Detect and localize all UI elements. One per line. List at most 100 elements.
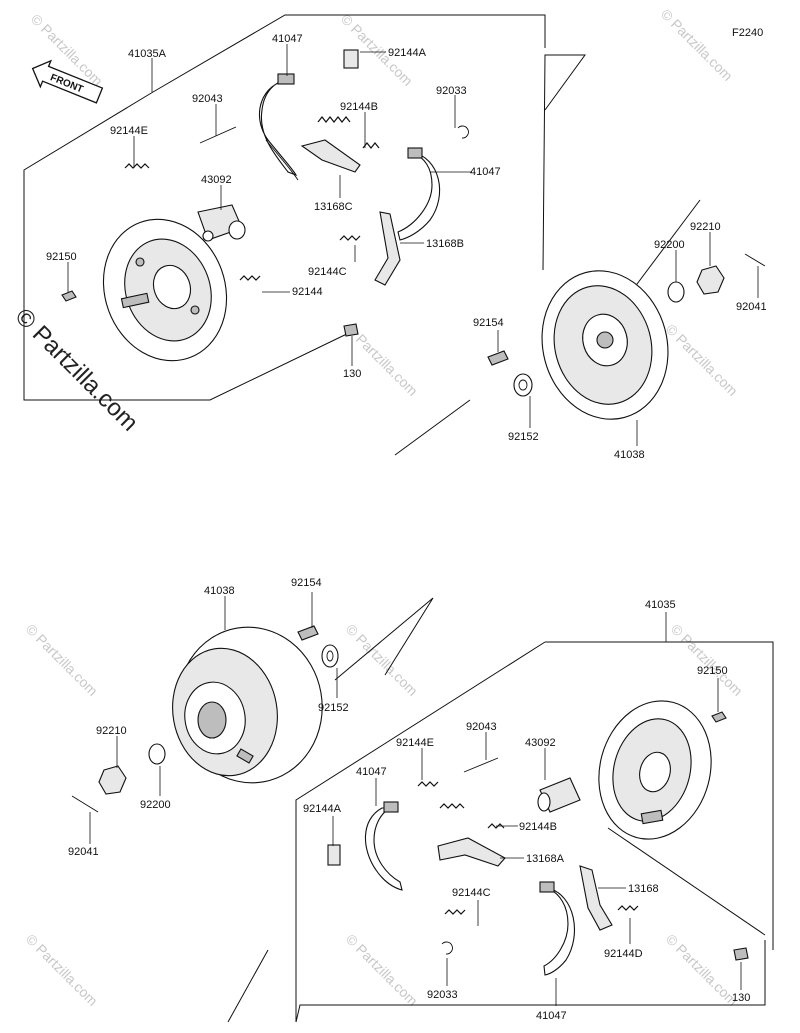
spring — [239, 275, 261, 281]
top-frame-right — [542, 54, 586, 271]
washer — [667, 281, 685, 303]
label-13168B: 13168B — [426, 238, 464, 250]
lever-c — [300, 139, 361, 173]
washer-drum — [321, 644, 339, 668]
label-92150: 92150 — [697, 665, 728, 677]
label-92144A: 92144A — [303, 803, 342, 815]
label-43092: 43092 — [525, 737, 556, 749]
wheel-cylinder — [197, 204, 246, 242]
bolt — [61, 290, 77, 302]
label-92041: 92041 — [68, 846, 99, 858]
label-92043: 92043 — [466, 721, 497, 733]
bottom-frame-plate — [607, 827, 766, 936]
label-92043: 92043 — [192, 93, 223, 105]
label-92033: 92033 — [436, 85, 467, 97]
spring-c — [339, 235, 361, 241]
label-43092: 43092 — [201, 174, 232, 186]
spring-b — [439, 803, 465, 809]
label-92154: 92154 — [291, 577, 322, 589]
label-13168: 13168 — [628, 883, 659, 895]
top-frame-drum-bottom — [394, 399, 471, 456]
spring-b-end — [487, 823, 505, 829]
brake-shoe-lower — [397, 147, 441, 241]
label-92200: 92200 — [140, 799, 171, 811]
figure-code: F2240 — [732, 27, 763, 39]
watermark: © Partzilla.com — [658, 6, 736, 84]
screw — [343, 323, 359, 337]
label-130: 130 — [343, 368, 361, 380]
bottom-frame-diag — [227, 949, 269, 1023]
bolt-drum — [487, 350, 509, 366]
bolt-drum — [297, 625, 319, 641]
watermark: © Partzilla.com — [668, 621, 746, 699]
lever-a — [437, 837, 506, 867]
spring-b-end — [362, 142, 380, 149]
watermark: © Partzilla.com — [663, 931, 741, 1009]
label-92144E: 92144E — [396, 737, 434, 749]
watermark: © Partzilla.com — [23, 931, 101, 1009]
cotter-pin — [71, 795, 99, 813]
clip — [343, 49, 359, 69]
washer-drum — [513, 373, 533, 397]
top-leader-lines — [67, 44, 759, 446]
bottom-frame-right — [545, 641, 774, 950]
label-92144A: 92144A — [388, 47, 427, 59]
washer — [148, 743, 166, 765]
label-92144D: 92144D — [604, 948, 643, 960]
top-frame-left — [23, 91, 356, 401]
label-92144C: 92144C — [452, 887, 491, 899]
screw — [733, 947, 749, 961]
label-92144B: 92144B — [340, 101, 378, 113]
label-41038: 41038 — [614, 449, 645, 461]
label-41038: 41038 — [204, 585, 235, 597]
top-labels: 41035A 41047 92144A 92043 92144B 92033 9… — [46, 33, 767, 461]
wheel-cylinder — [537, 777, 581, 813]
backing-plate — [102, 218, 228, 362]
brake-shoe-upper — [364, 801, 403, 891]
label-92210: 92210 — [96, 725, 127, 737]
circlip — [441, 941, 453, 955]
pin — [463, 757, 499, 773]
label-41047-lower: 41047 — [470, 166, 501, 178]
spring-e — [124, 163, 150, 169]
label-92041: 92041 — [736, 301, 767, 313]
spring-d — [617, 905, 639, 911]
label-92200: 92200 — [654, 239, 685, 251]
nut — [98, 765, 127, 795]
label-13168C: 13168C — [314, 201, 353, 213]
cotter-pin — [744, 253, 766, 267]
pin — [199, 126, 237, 144]
spring-e — [417, 781, 439, 787]
label-41035: 41035 — [645, 599, 676, 611]
label-92144E: 92144E — [110, 125, 148, 137]
brake-shoe-lower — [539, 881, 575, 976]
bottom-frame-left — [295, 641, 546, 1022]
bolt — [711, 711, 727, 723]
bottom-assembly: 41038 92154 92152 92210 92200 92041 4103… — [68, 577, 774, 1023]
label-41047: 41047 — [272, 33, 303, 45]
watermark: © Partzilla.com — [343, 931, 421, 1009]
label-92150: 92150 — [46, 251, 77, 263]
spring-b — [317, 116, 351, 123]
label-41047-lower: 41047 — [536, 1010, 567, 1022]
label-92144: 92144 — [292, 286, 323, 298]
clip — [327, 844, 341, 866]
lever-b — [374, 211, 401, 286]
bottom-frame-bottom — [295, 940, 766, 1023]
label-92144B: 92144B — [519, 821, 557, 833]
bottom-leader-lines — [89, 592, 742, 1006]
top-frame-top — [152, 14, 546, 93]
label-92210: 92210 — [690, 221, 721, 233]
backing-plate — [598, 700, 712, 840]
bottom-labels: 41038 92154 92152 92210 92200 92041 4103… — [68, 577, 750, 1022]
label-92152: 92152 — [508, 431, 539, 443]
label-92033: 92033 — [427, 989, 458, 1001]
brake-drum — [541, 270, 669, 420]
label-41047-upper: 41047 — [356, 766, 387, 778]
bottom-frame-drum — [334, 597, 434, 681]
label-92152: 92152 — [318, 702, 349, 714]
watermark: © Partzilla.com — [23, 621, 101, 699]
label-92154: 92154 — [473, 317, 504, 329]
brake-drum — [172, 626, 323, 784]
